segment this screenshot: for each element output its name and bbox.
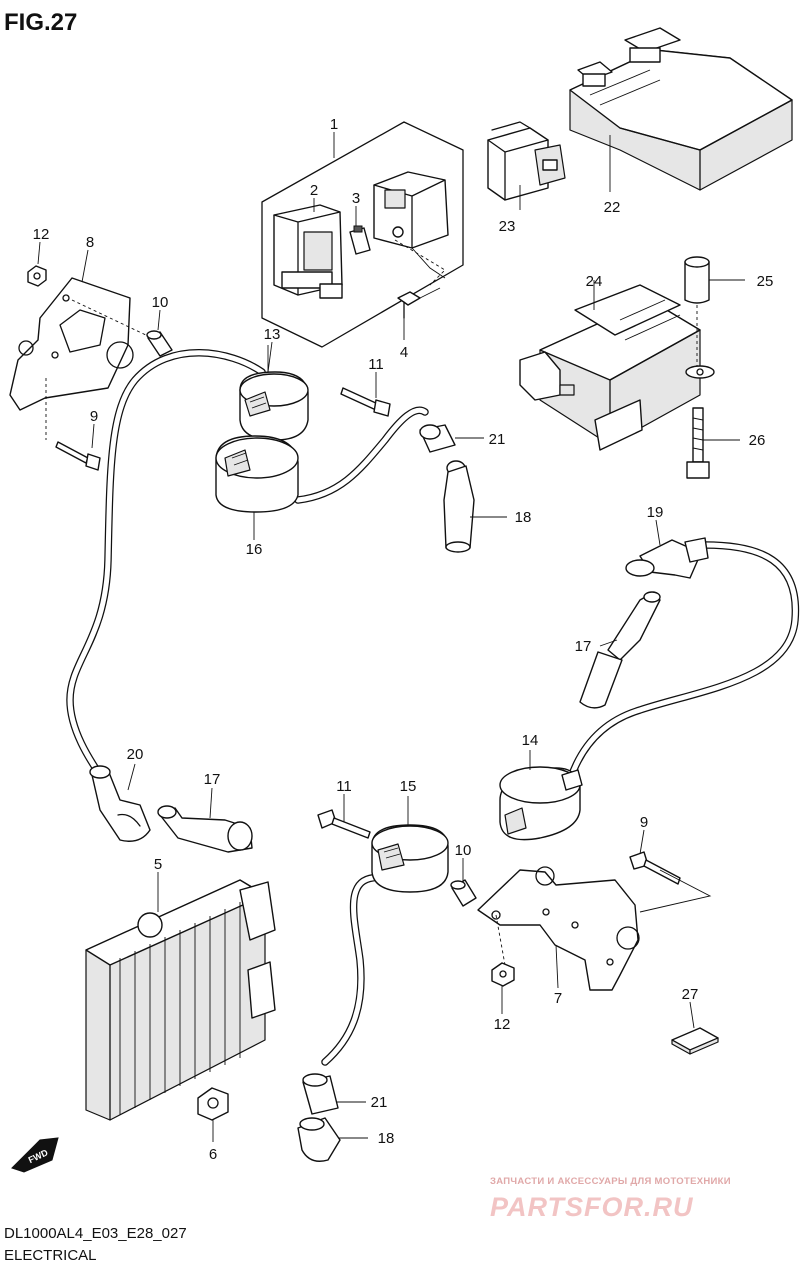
callout-21-bottom: 21 [371,1094,388,1111]
callout-5: 5 [154,856,162,873]
fwd-arrow-icon: FWD [11,1137,59,1173]
watermark: ЗАПЧАСТИ И АКСЕССУАРЫ ДЛЯ МОТОТЕХНИКИ PA… [490,1176,731,1222]
part-7-bracket [477,866,640,991]
callout-9-top: 9 [90,408,98,425]
watermark-tagline: ЗАПЧАСТИ И АКСЕССУАРЫ ДЛЯ МОТОТЕХНИКИ [490,1176,731,1187]
callout-14: 14 [522,732,539,749]
part-19-elbow-boot [625,537,709,579]
part-18-plug-cap-bottom [297,1117,341,1162]
callout-2: 2 [310,182,318,199]
part-16-ignition-coil [215,406,429,513]
part-18-plug-cap-top [443,460,475,553]
callout-10-top: 10 [152,294,169,311]
callout-12-top: 12 [33,226,50,243]
part-10-spacer-top [71,299,173,357]
part-4-screw [397,287,441,319]
part-10-spacer-bottom [450,879,477,907]
callout-16: 16 [246,541,263,558]
part-13-ignition-coil [239,345,309,441]
callouts: 1 2 3 4 5 6 7 8 9 9 10 10 11 11 12 12 13… [33,116,774,1163]
part-11-bolt-bottom [317,809,371,839]
callout-13: 13 [264,326,281,343]
callout-18-top: 18 [515,509,532,526]
callout-24: 24 [586,273,603,290]
watermark-site: PARTSFOR.RU [490,1192,694,1222]
callout-10-bottom: 10 [455,842,472,859]
callout-27: 27 [682,986,699,1003]
callout-22: 22 [604,199,621,216]
part-21-cap-top [419,424,456,453]
plug-cord-right [566,541,800,784]
callout-8: 8 [86,234,94,251]
part-24-control-unit [519,284,701,451]
part-23-connector [487,121,566,201]
leader-lines [37,132,745,1142]
callout-9-bottom: 9 [640,814,648,831]
callout-18-bottom: 18 [378,1130,395,1147]
part-22-ecm [569,27,793,191]
part-25-collar [684,256,715,379]
part-8-bracket [9,277,134,411]
plug-cord-left [66,349,266,779]
part-14-ignition-coil [499,766,583,841]
part-20-elbow-cap [89,765,151,842]
callout-12-bottom: 12 [494,1016,511,1033]
callout-6: 6 [209,1146,217,1163]
callout-26: 26 [749,432,766,449]
section-title: ELECTRICAL [4,1247,97,1264]
part-26-bolt [686,407,710,479]
callout-17-top: 17 [575,638,592,655]
part-21-cap-bottom [302,1073,339,1115]
callout-3: 3 [352,190,360,207]
callout-23: 23 [499,218,516,235]
part-17-boot-bottom [157,805,253,853]
callout-11-bottom: 11 [336,778,352,795]
part-5-regulator [85,879,276,1121]
callout-7: 7 [554,990,562,1007]
part-17-boot-top [579,591,661,709]
callout-1: 1 [330,116,338,133]
callout-11-top: 11 [368,356,384,373]
callout-21-top: 21 [489,431,506,448]
diagram-code: DL1000AL4_E03_E28_027 [4,1225,187,1242]
part-12-nut-top [27,265,47,287]
callout-19: 19 [647,504,664,521]
part-6-nut [197,1087,229,1121]
figure-title: FIG.27 [4,9,77,36]
part-15-ignition-coil [321,824,449,1066]
part-11-bolt-top [340,387,391,417]
part-1-fuse-box-assembly [261,121,464,348]
callout-25: 25 [757,273,774,290]
part-12-nut-bottom [491,962,515,987]
part-9-bolt-bottom [629,851,681,885]
callout-20: 20 [127,746,144,763]
part-27-pad [671,1027,719,1055]
part-9-bolt-top [45,378,101,471]
callout-17-bottom: 17 [204,771,221,788]
callout-4: 4 [400,344,408,361]
callout-15: 15 [400,778,417,795]
